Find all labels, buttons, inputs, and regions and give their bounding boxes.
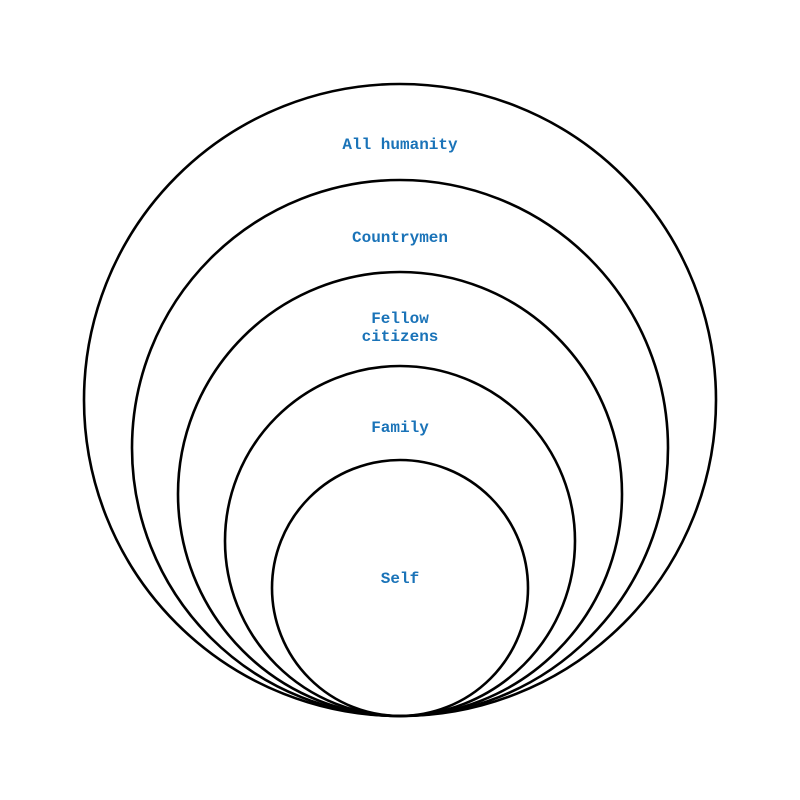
- label-fellow-citizens-line1: Fellow: [371, 310, 429, 328]
- label-all-humanity: All humanity: [342, 136, 458, 154]
- label-countrymen: Countrymen: [352, 229, 448, 247]
- label-self: Self: [381, 570, 419, 588]
- ring-self: [270, 458, 530, 718]
- label-family: Family: [371, 419, 429, 437]
- ring-countrymen: [130, 178, 670, 718]
- label-fellow-citizens-line2: citizens: [362, 328, 439, 346]
